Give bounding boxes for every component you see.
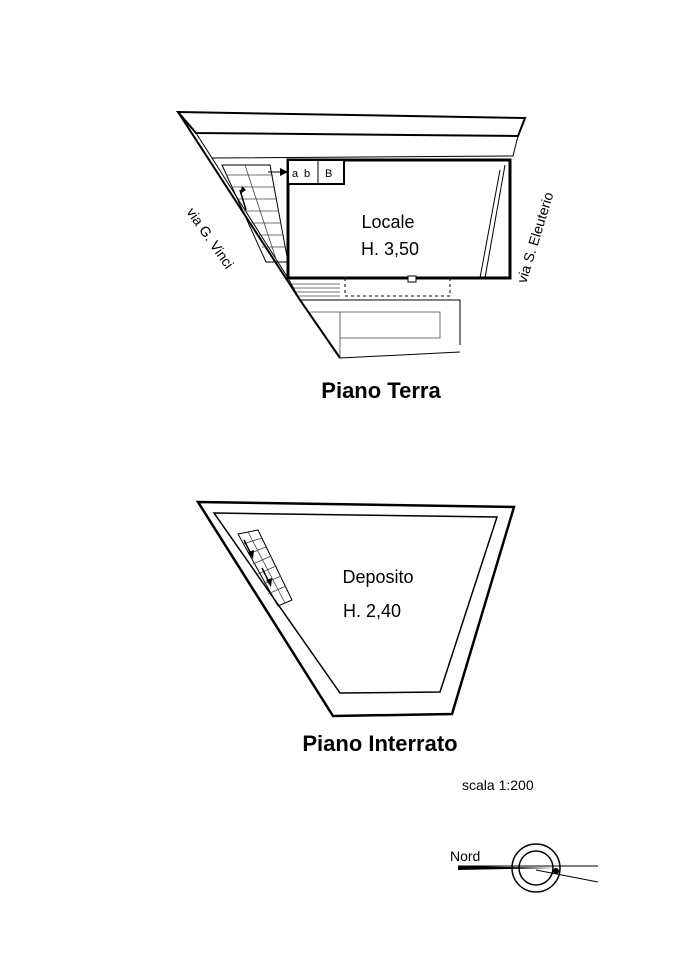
corridor-wall xyxy=(175,110,527,138)
stairs-icon xyxy=(237,529,293,607)
lower-left-boundary xyxy=(287,277,341,359)
label-B: B xyxy=(325,168,332,180)
label-b: b xyxy=(304,168,310,180)
right-wall-detail-2 xyxy=(484,164,506,279)
right-wall-detail xyxy=(479,169,501,279)
locale-room xyxy=(286,158,512,280)
street-label-right: via S. Eleuterio xyxy=(514,190,557,285)
north-label: Nord xyxy=(450,848,480,864)
street-label-left: via G. Vinci xyxy=(184,205,238,272)
room-height-deposito: H. 2,40 xyxy=(343,601,401,621)
lower-boundary xyxy=(300,299,461,345)
dashed-canopy xyxy=(344,278,451,297)
service-box xyxy=(287,159,345,185)
room-height-locale: H. 3,50 xyxy=(361,239,419,259)
label-a: a xyxy=(292,168,299,180)
courtyard-inner xyxy=(310,311,441,339)
ground-floor-plan: a b B xyxy=(175,110,557,403)
north-arrow-icon: Nord xyxy=(450,843,599,893)
entrance-steps xyxy=(292,283,340,297)
basement-inner-wall xyxy=(212,512,499,694)
room-name-locale: Locale xyxy=(361,212,414,232)
stairs-icon xyxy=(221,164,289,263)
basement-title: Piano Interrato xyxy=(302,731,457,756)
arrow-head-icon xyxy=(280,168,288,176)
basement-plan: Deposito H. 2,40 Piano Interrato xyxy=(195,500,516,756)
ground-floor-title: Piano Terra xyxy=(321,378,441,403)
room-name-deposito: Deposito xyxy=(342,567,413,587)
lower-bottom-boundary xyxy=(339,351,461,359)
door-marker xyxy=(407,275,417,283)
scale-label: scala 1:200 xyxy=(462,777,534,793)
corridor-inner-wall xyxy=(195,132,519,159)
basement-outer-wall xyxy=(195,500,516,718)
